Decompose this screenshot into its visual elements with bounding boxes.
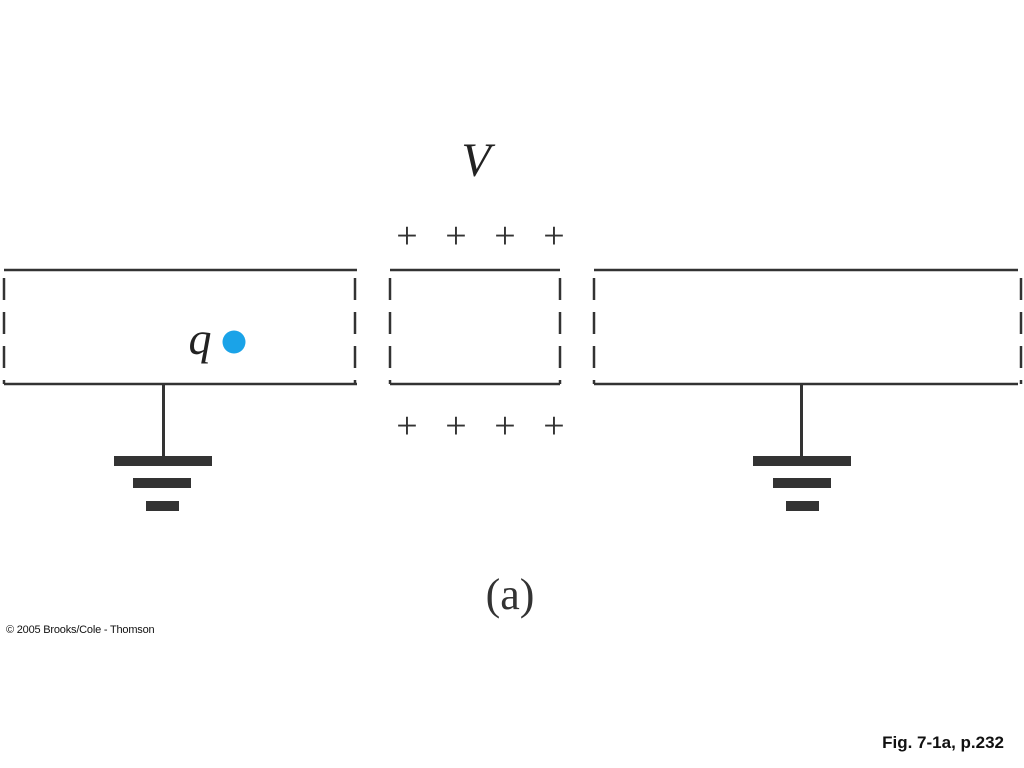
left-ground-symbol [114, 384, 212, 511]
plus-sign: + [494, 405, 515, 447]
plus-sign: + [445, 405, 466, 447]
plus-sign: + [396, 405, 417, 447]
top-charges: + + + + [396, 215, 564, 257]
voltage-label: V [461, 134, 495, 187]
plus-sign: + [396, 215, 417, 257]
plus-sign: + [543, 405, 564, 447]
right-drift-tube [592, 268, 1023, 386]
figure-caption: Fig. 7-1a, p.232 [882, 733, 1004, 752]
middle-drift-tube [388, 268, 562, 386]
copyright-notice: © 2005 Brooks/Cole - Thomson [6, 624, 155, 636]
charge-particle [222, 330, 246, 354]
subfigure-label: (a) [486, 570, 535, 619]
bottom-charges: + + + + [396, 405, 564, 447]
charge-label: q [189, 313, 212, 364]
left-drift-tube [2, 268, 357, 386]
plus-sign: + [494, 215, 515, 257]
plus-sign: + [445, 215, 466, 257]
plus-sign: + [543, 215, 564, 257]
right-ground-symbol [753, 384, 851, 511]
